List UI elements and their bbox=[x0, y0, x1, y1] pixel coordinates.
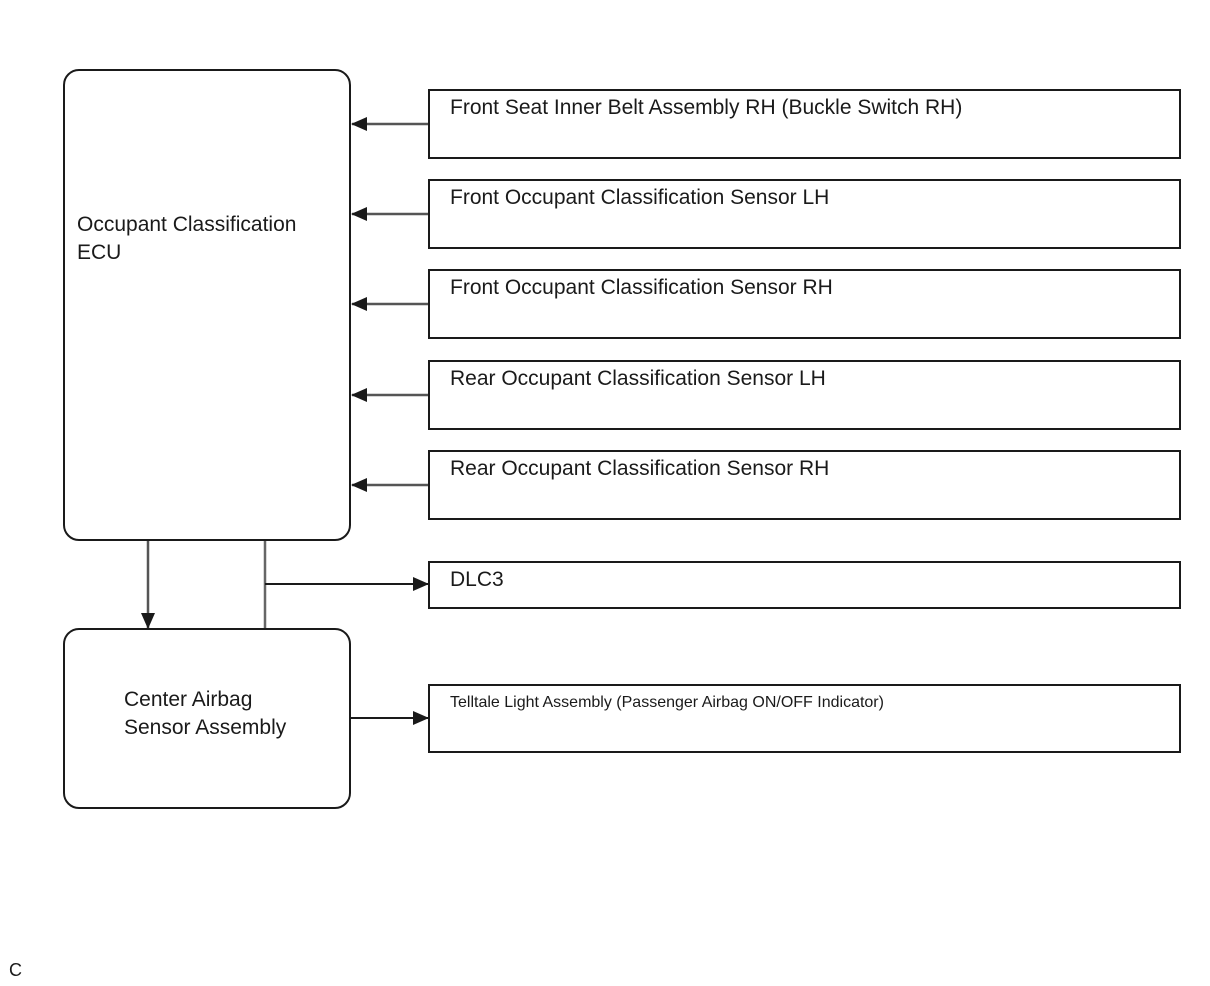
figure-code: C bbox=[9, 960, 22, 980]
component-box-telltale-light: Telltale Light Assembly (Passenger Airba… bbox=[428, 684, 1181, 753]
component-box-dlc3: DLC3 bbox=[428, 561, 1181, 609]
component-box-front-sensor-rh: Front Occupant Classification Sensor RH bbox=[428, 269, 1181, 339]
component-box-buckle-switch: Front Seat Inner Belt Assembly RH (Buckl… bbox=[428, 89, 1181, 159]
component-box-rear-sensor-lh: Rear Occupant Classification Sensor LH bbox=[428, 360, 1181, 430]
component-label: Front Occupant Classification Sensor RH bbox=[450, 276, 833, 299]
component-box-rear-sensor-rh: Rear Occupant Classification Sensor RH bbox=[428, 450, 1181, 520]
component-box-front-sensor-lh: Front Occupant Classification Sensor LH bbox=[428, 179, 1181, 249]
ecu-label: Occupant Classification ECU bbox=[77, 213, 297, 264]
component-label: DLC3 bbox=[450, 568, 504, 591]
component-label: Rear Occupant Classification Sensor RH bbox=[450, 457, 830, 480]
component-label: Front Seat Inner Belt Assembly RH (Buckl… bbox=[450, 96, 963, 119]
component-label: Telltale Light Assembly (Passenger Airba… bbox=[450, 694, 884, 711]
occupant-classification-ecu-box: Occupant Classification ECU bbox=[63, 69, 351, 541]
component-label: Rear Occupant Classification Sensor LH bbox=[450, 367, 826, 390]
component-label: Front Occupant Classification Sensor LH bbox=[450, 186, 830, 209]
center-airbag-sensor-box: Center Airbag Sensor Assembly bbox=[63, 628, 351, 809]
airbag-label: Center Airbag Sensor Assembly bbox=[124, 688, 287, 739]
